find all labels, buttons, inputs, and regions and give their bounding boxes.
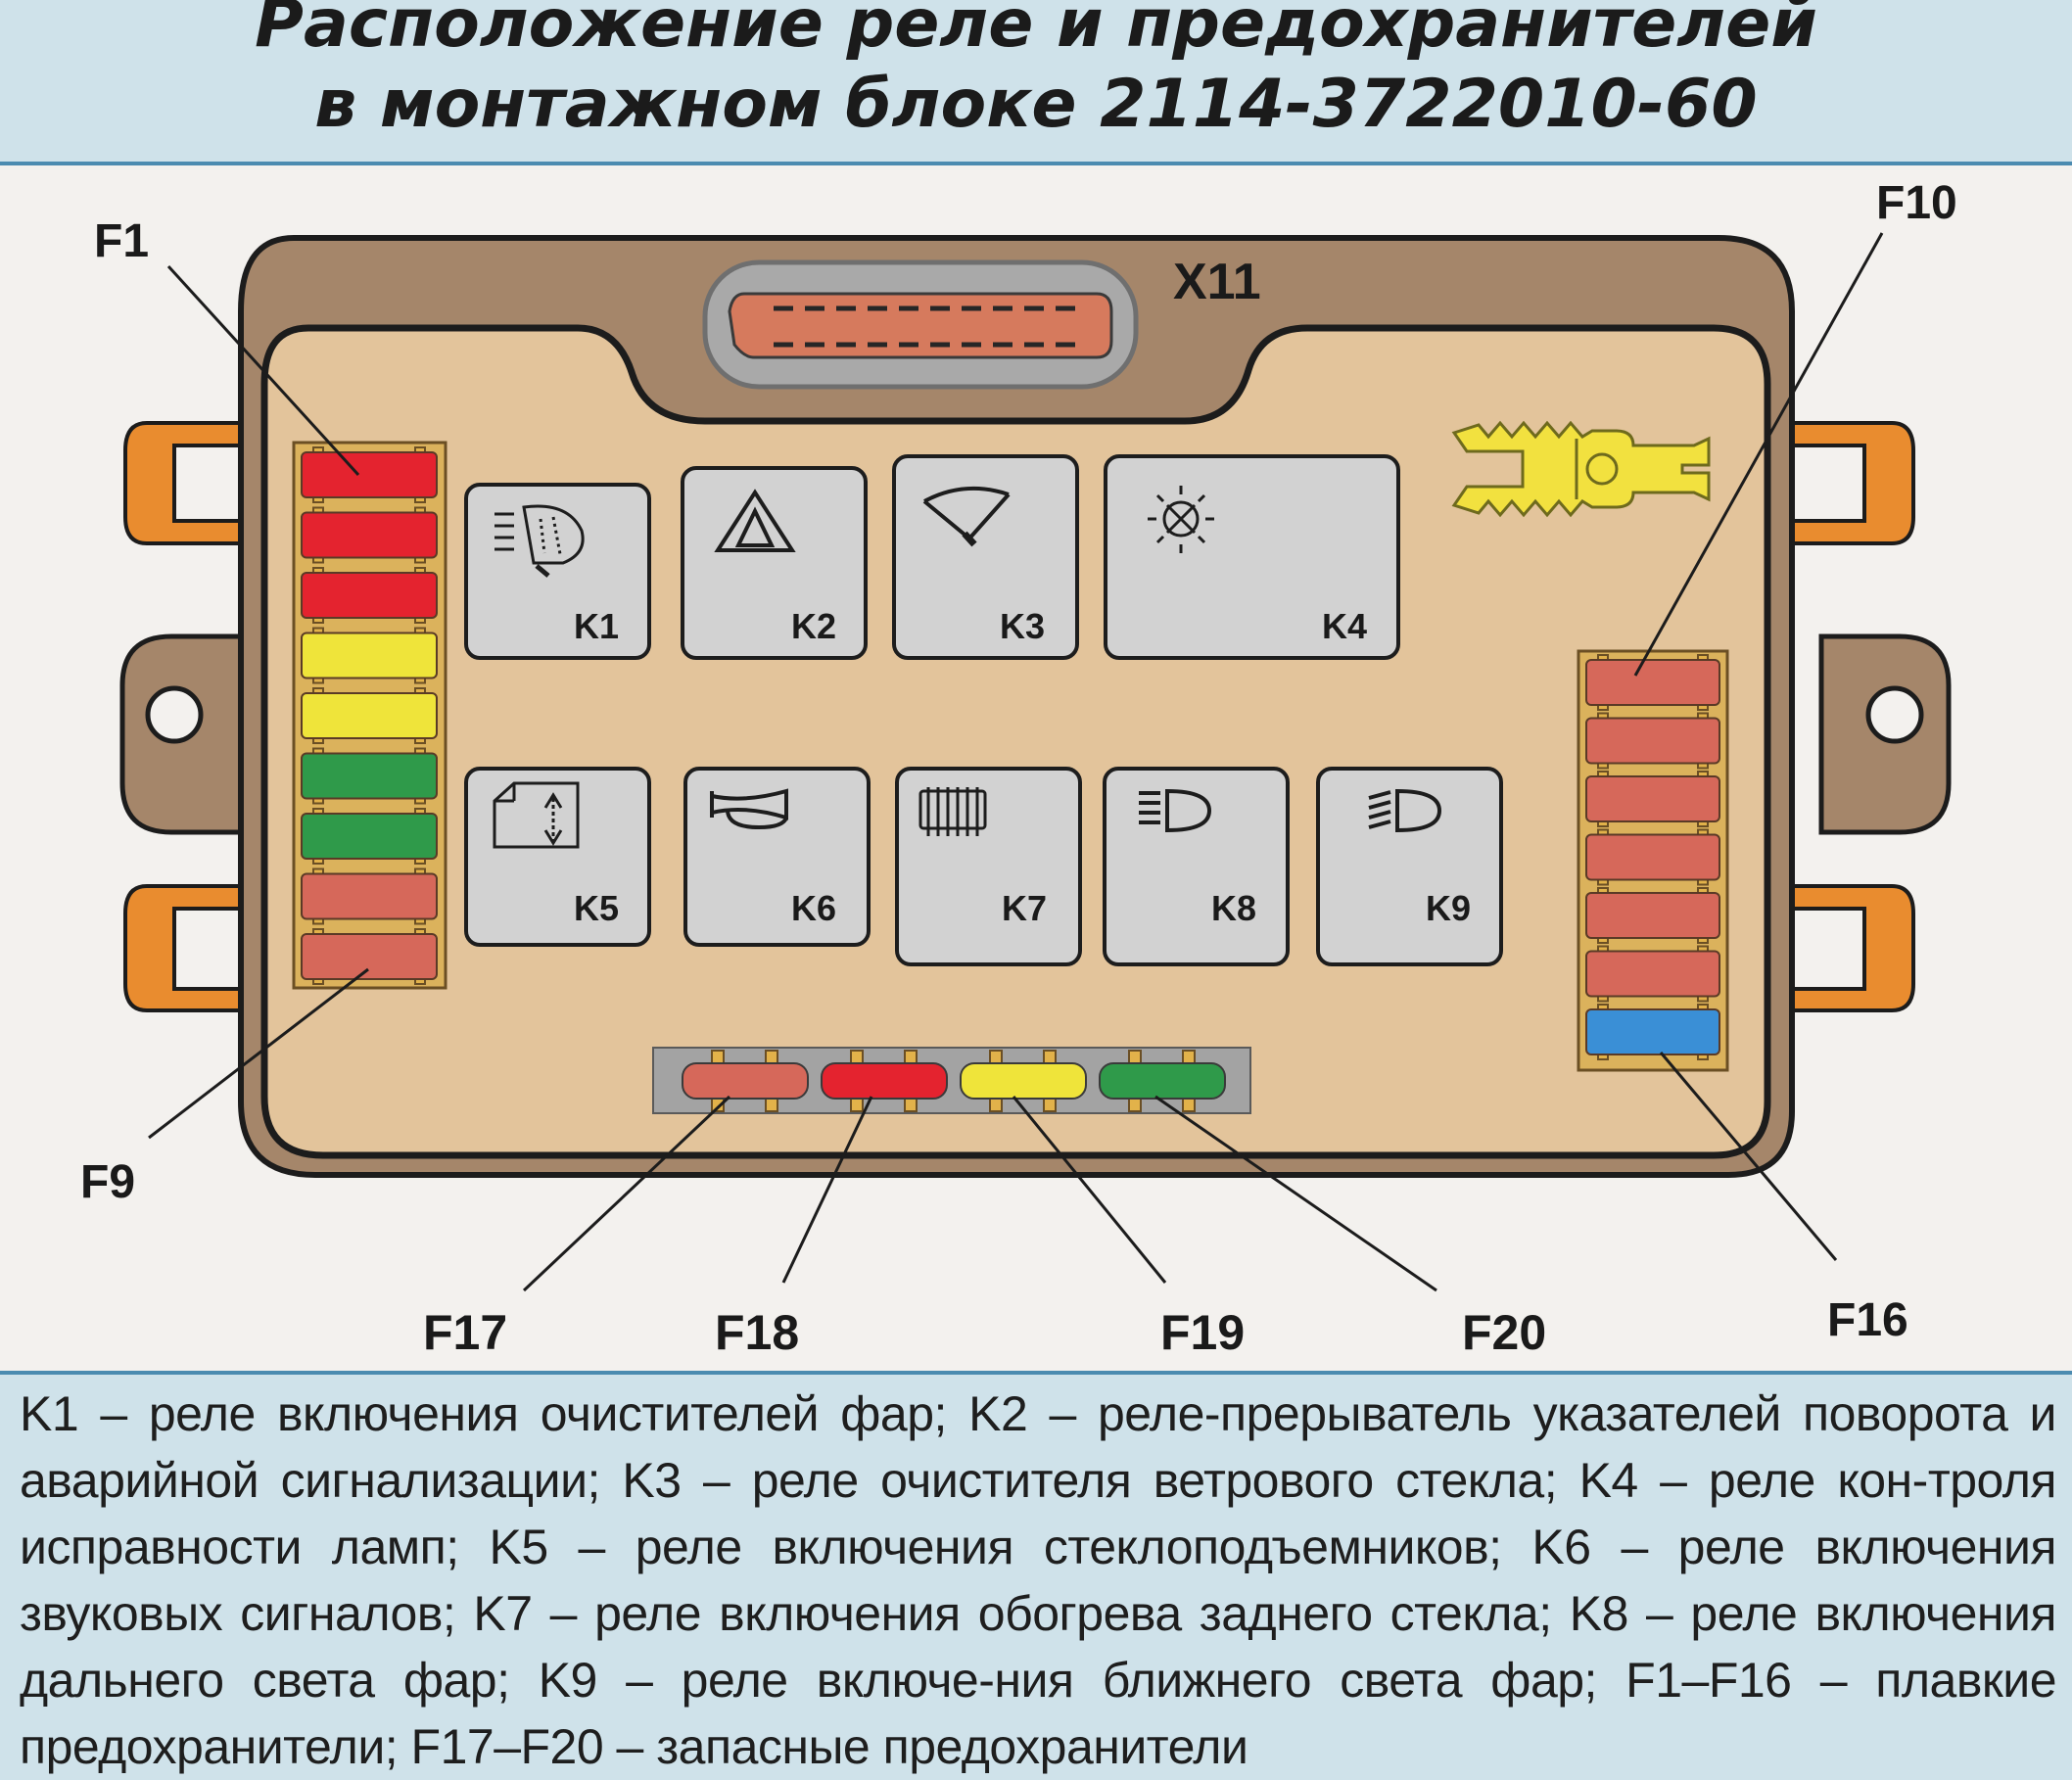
clip-right-top [1780, 421, 1915, 545]
relay-k2: K2 [681, 466, 868, 660]
top-divider [0, 162, 2072, 165]
fuse-f13 [1585, 828, 1720, 886]
left-fuse-column [301, 446, 438, 985]
relay-k5-label: K5 [574, 888, 619, 928]
leader-f18 [781, 1096, 873, 1284]
fuse-f2 [301, 506, 438, 564]
relay-k1-label: K1 [574, 606, 619, 646]
relay-k8: K8 [1103, 767, 1290, 966]
relay-k4: K4 [1104, 454, 1400, 660]
leader-f9 [148, 967, 369, 1140]
relay-k9-label: K9 [1426, 888, 1471, 928]
clip-left-top [123, 421, 259, 545]
label-f10: F10 [1876, 177, 1957, 229]
fuse-f9 [301, 928, 438, 985]
leader-f17 [522, 1095, 731, 1292]
label-f16: F16 [1827, 1294, 1908, 1346]
fuse-f16 [1585, 1004, 1720, 1060]
lamp-check-icon [1148, 486, 1214, 553]
headlamp-washer-icon [494, 504, 585, 578]
high-beam-icon [1139, 788, 1212, 833]
leader-f19 [1012, 1096, 1167, 1284]
relay-k7-label: K7 [1002, 888, 1047, 928]
fuse-f4 [301, 627, 438, 684]
low-beam-icon [1368, 788, 1442, 833]
spare-fuse-row [682, 1050, 1226, 1112]
fuse-f17 [682, 1050, 809, 1112]
fuse-f3 [301, 567, 438, 624]
leader-f20 [1154, 1095, 1437, 1292]
relay-k2-label: K2 [791, 606, 836, 646]
relay-k6: K6 [683, 767, 871, 947]
label-f17: F17 [423, 1305, 507, 1360]
left-mount-hole [145, 685, 204, 744]
fuse-f19 [960, 1050, 1087, 1112]
relay-k8-label: K8 [1211, 888, 1256, 928]
clip-right-bottom [1780, 884, 1915, 1012]
title-line-2: в монтажном блоке 2114-3722010-60 [314, 66, 1758, 143]
relay-k3: K3 [892, 454, 1079, 660]
horn-icon [710, 788, 788, 830]
fuse-f15 [1585, 945, 1720, 1003]
relay-k6-label: K6 [791, 888, 836, 928]
relay-k3-label: K3 [1000, 606, 1045, 646]
relay-k5: K5 [464, 767, 651, 947]
rear-defrost-icon [918, 787, 987, 836]
relay-k4-label: K4 [1322, 606, 1367, 646]
relay-k9: K9 [1316, 767, 1503, 966]
fuse-puller-icon [1451, 420, 1711, 518]
label-f9: F9 [80, 1156, 135, 1208]
title-block: Расположение реле и предохранителей в мо… [0, 0, 2072, 159]
fuse-f10 [1585, 654, 1720, 711]
fuse-f12 [1585, 771, 1720, 827]
fuse-f7 [301, 808, 438, 865]
bottom-divider [0, 1371, 2072, 1375]
leader-lines [148, 232, 1884, 1292]
leader-f16 [1659, 1052, 1838, 1261]
label-f19: F19 [1160, 1305, 1245, 1360]
side-clips [123, 421, 1915, 1012]
wiper-icon [922, 486, 1011, 547]
fuse-f14 [1585, 887, 1720, 944]
fuse-f11 [1585, 712, 1720, 770]
leader-f10 [1633, 232, 1884, 677]
title-line-1: Расположение реле и предохранителей [255, 0, 1817, 63]
mounting-block-diagram: X11 K1 K2 K3 [80, 177, 1957, 1360]
leader-f1 [166, 264, 360, 477]
label-f18: F18 [715, 1305, 799, 1360]
relay-k1: K1 [464, 483, 651, 660]
right-fuse-column [1585, 654, 1720, 1060]
fuse-f6 [301, 747, 438, 805]
label-f20: F20 [1462, 1305, 1546, 1360]
connector-x11 [702, 259, 1139, 390]
label-f1: F1 [94, 215, 149, 267]
right-mount-hole [1865, 685, 1924, 744]
clip-left-bottom [123, 884, 259, 1012]
fuse-f20 [1099, 1050, 1226, 1112]
fuse-f5 [301, 687, 438, 744]
window-lift-icon [493, 781, 580, 849]
connector-label: X11 [1173, 254, 1261, 310]
fuse-f1 [301, 446, 438, 503]
hazard-triangle-icon [714, 489, 796, 552]
fuse-f8 [301, 867, 438, 925]
relay-k7: K7 [895, 767, 1082, 966]
legend-caption: K1 – реле включения очистителей фар; K2 … [20, 1386, 2057, 1774]
fuse-f18 [821, 1050, 948, 1112]
